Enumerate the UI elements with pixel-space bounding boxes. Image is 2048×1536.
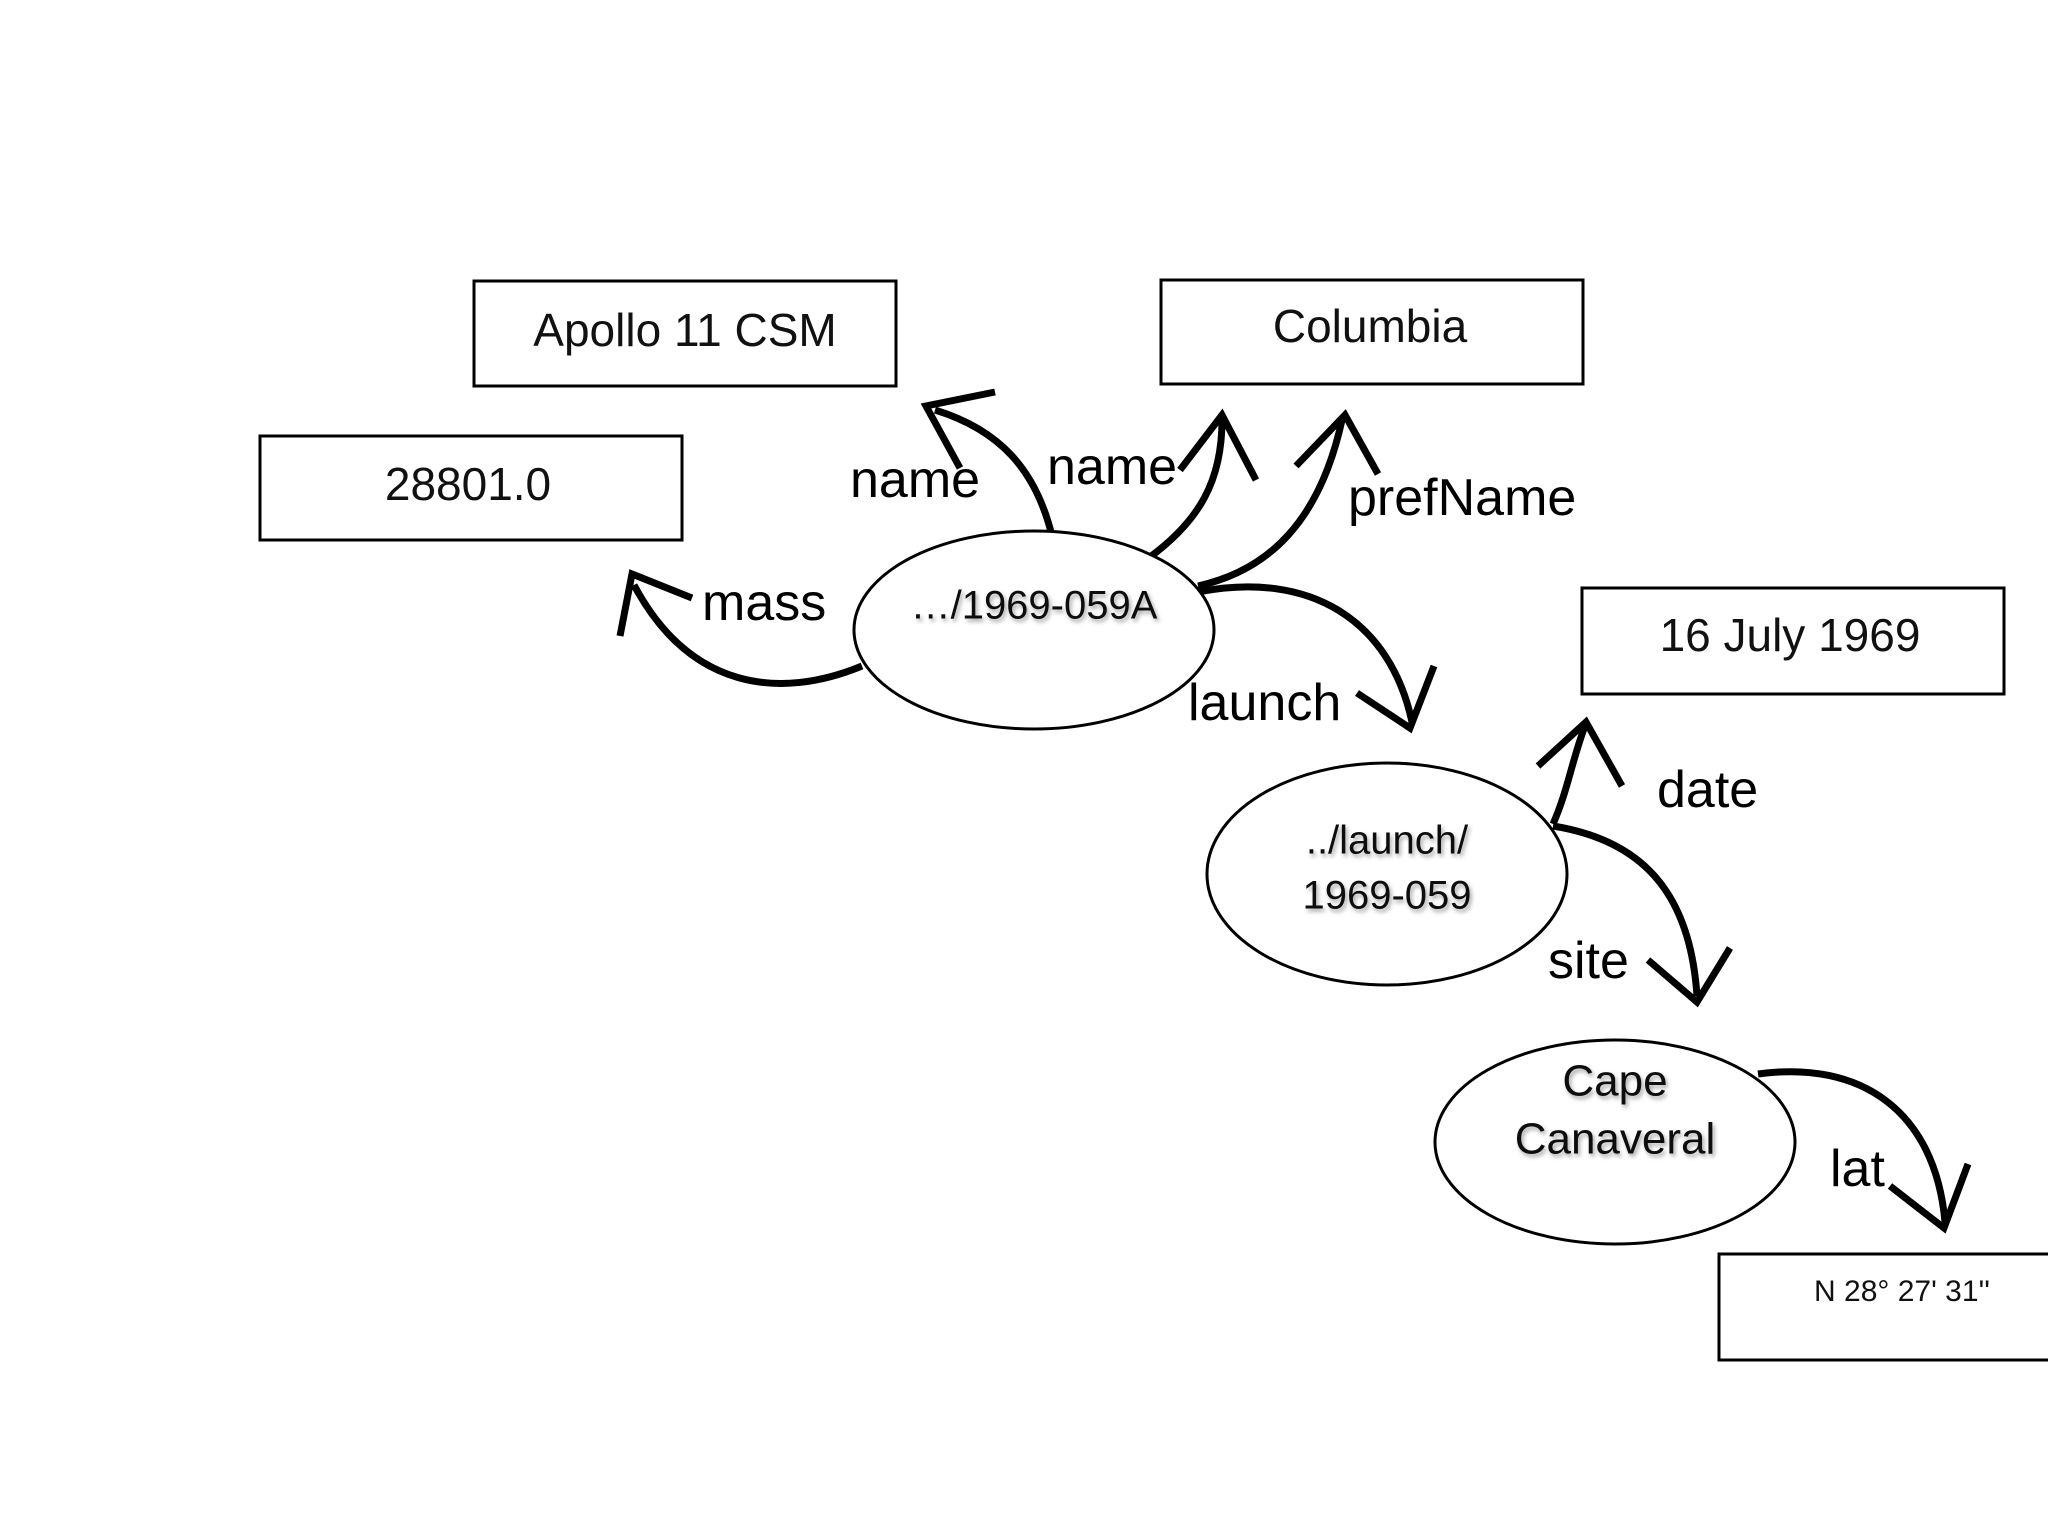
edge-label-mass: mass (702, 574, 826, 632)
edge-label-lat: lat (1830, 1140, 1885, 1198)
edge-label-name-2: name (1047, 438, 1177, 496)
literal-name-text: Apollo 11 CSM (533, 304, 836, 356)
edge-site (1552, 822, 1733, 1008)
resource-node-launch: ../launch/ 1969-059 (1205, 761, 1569, 987)
edge-lat (1757, 1068, 1972, 1234)
literal-node-latitude: N 28° 27' 31'' (1717, 1252, 2048, 1362)
edge-date (1535, 716, 1626, 826)
resource-launch-text-line1: ../launch/ (1306, 819, 1469, 863)
edge-name-1 (920, 388, 1056, 537)
edge-label-pref-name: prefName (1348, 469, 1576, 527)
edge-label-name-1: name (850, 451, 980, 509)
literal-columbia-text: Columbia (1273, 300, 1468, 352)
resource-site-text-line2: Canaveral (1515, 1115, 1716, 1164)
literal-node-date: 16 July 1969 (1580, 586, 2006, 696)
literal-node-columbia: Columbia (1159, 278, 1585, 386)
edge-mass (616, 569, 864, 687)
edge-name-2 (1147, 408, 1260, 560)
edge-pref-name (1197, 409, 1382, 590)
resource-craft-text: …/1969-059A (911, 584, 1158, 628)
resource-node-craft: …/1969-059A (852, 529, 1216, 731)
literal-node-mass: 28801.0 (258, 434, 684, 542)
resource-launch-text-line2: 1969-059 (1302, 874, 1471, 918)
edge-label-launch: launch (1188, 674, 1341, 732)
literal-date-text: 16 July 1969 (1660, 609, 1921, 661)
edge-label-date: date (1657, 761, 1758, 819)
edge-launch (1197, 583, 1438, 734)
literal-node-name: Apollo 11 CSM (472, 279, 898, 388)
literal-latitude-text: N 28° 27' 31'' (1814, 1275, 1990, 1308)
resource-node-site: Cape Canaveral (1433, 1038, 1797, 1246)
literal-mass-text: 28801.0 (385, 458, 551, 510)
edge-label-site: site (1548, 932, 1629, 990)
resource-site-text-line1: Cape (1562, 1057, 1667, 1106)
